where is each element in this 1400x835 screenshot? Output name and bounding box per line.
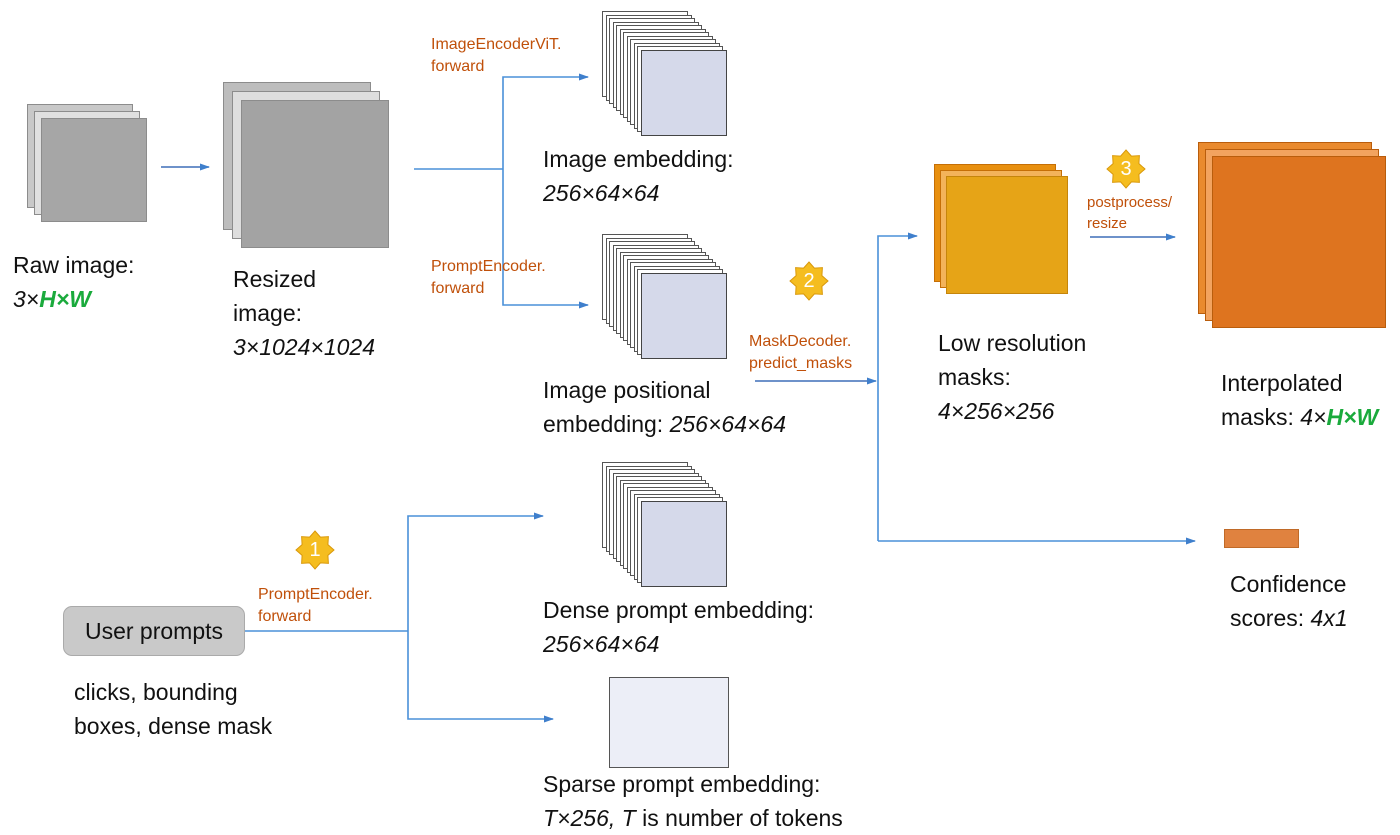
low-res-dims: 4×256×256 [938,398,1055,424]
resized-image-title-1: Resized [233,266,317,292]
raw-image-layer [41,118,147,222]
fn-line: forward [258,608,312,625]
arrow-to-low-res [877,232,918,541]
fn-line: resize [1087,215,1128,232]
arrow-to-sparse-embedding [407,631,554,723]
sparse-prompt-embedding-box [609,677,729,768]
dense-embedding-dims: 256×64×64 [543,631,660,657]
image-encoder-fn-label: ImageEncoderViT. forward [431,34,561,78]
image-embedding-dims: 256×64×64 [543,180,660,206]
resized-image-label: Resized image: 3×1024×1024 [233,262,375,364]
user-prompts-desc-2: boxes, dense mask [74,713,273,739]
interpolated-dims: 4× [1300,404,1327,430]
resized-image-layer [241,100,389,248]
image-embedding-label: Image embedding: 256×64×64 [543,142,734,210]
image-positional-embedding-label: Image positional embedding: 256×64×64 [543,373,786,441]
prompt-encoder-fn-label-bottom: PromptEncoder. forward [258,584,373,628]
user-prompts-button[interactable]: User prompts [63,606,245,656]
fn-line: predict_masks [749,355,853,372]
fn-line: PromptEncoder. [258,586,373,603]
confidence-scores-bar [1224,529,1299,548]
postprocess-fn-label: postprocess/resize [1087,192,1172,234]
low-res-title-2: masks: [938,364,1011,390]
step-badge-number: 1 [309,539,321,561]
raw-image-title: Raw image: [13,252,135,278]
embedding-sheet [640,49,727,136]
sparse-embedding-title: Sparse prompt embedding: [543,771,821,797]
image-embedding-title: Image embedding: [543,146,734,172]
low-res-mask-layer [946,176,1068,294]
step-badge-number: 3 [1120,158,1132,180]
raw-image-dims-var: H×W [39,286,91,312]
star-badge-icon [295,530,335,570]
low-res-masks-label: Low resolution masks: 4×256×256 [938,326,1086,428]
step-badge-2: 2 [789,261,829,301]
fn-line: postprocess/ [1087,194,1173,211]
sparse-prompt-embedding-label: Sparse prompt embedding: T×256, T is num… [543,767,843,835]
step-badge-number: 2 [803,270,815,292]
mask-decoder-fn-label: MaskDecoder. predict_masks [749,331,852,375]
sparse-embedding-dims: T×256, T [543,805,636,831]
pos-embedding-dims: 256×64×64 [669,411,786,437]
sparse-embedding-desc: is number of tokens [635,805,843,831]
user-prompts-desc-1: clicks, bounding [74,679,238,705]
resized-image-dims: 3×1024×1024 [233,334,375,360]
confidence-dims: 4x1 [1310,605,1348,631]
star-badge-icon [789,261,829,301]
embedding-sheet [640,272,727,359]
pos-embedding-title-1: Image positional [543,377,711,403]
pos-embedding-title-2: embedding: [543,411,670,437]
raw-image-dims: 3× [13,286,40,312]
dense-prompt-embedding-label: Dense prompt embedding: 256×64×64 [543,593,814,661]
embedding-sheet [640,500,727,587]
confidence-scores-label: Confidence scores: 4x1 [1230,567,1348,635]
fn-line: PromptEncoder. [431,258,546,275]
dense-embedding-title: Dense prompt embedding: [543,597,815,623]
step-badge-1: 1 [295,530,335,570]
interpolated-title-2: masks: [1221,404,1301,430]
arrow-to-positional-embedding [502,169,589,309]
interpolated-title-1: Interpolated [1221,370,1343,396]
fn-line: forward [431,58,485,75]
interpolated-dims-var: H×W [1326,404,1379,430]
step-badge-3: 3 [1106,149,1146,189]
star-badge-icon [1106,149,1146,189]
fn-line: MaskDecoder. [749,333,852,350]
raw-image-label: Raw image: 3×H×W [13,248,134,316]
confidence-title-2: scores: [1230,605,1311,631]
arrow-to-dense-embedding [407,512,544,631]
interpolated-masks-label: Interpolated masks: 4×H×W [1221,366,1378,434]
resized-image-title-2: image: [233,300,303,326]
low-res-title-1: Low resolution [938,330,1087,356]
fn-line: forward [431,280,485,297]
arrow-to-image-embedding [502,73,589,169]
fn-line: ImageEncoderViT. [431,36,562,53]
user-prompts-description: clicks, bounding boxes, dense mask [74,675,272,743]
interpolated-mask-layer [1212,156,1386,328]
confidence-title-1: Confidence [1230,571,1347,597]
prompt-encoder-fn-label-top: PromptEncoder. forward [431,256,546,300]
